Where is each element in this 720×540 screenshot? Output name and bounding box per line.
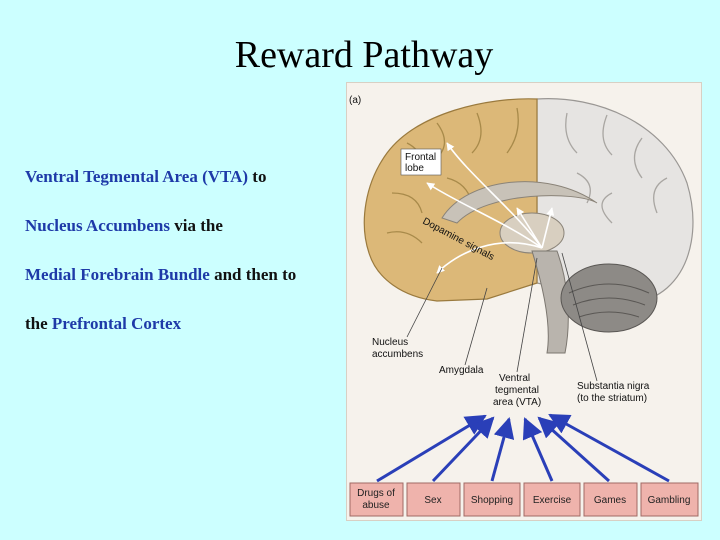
bullet-text: Nucleus Accumbens — [25, 216, 170, 235]
frontal-lobe-label: Frontal — [405, 152, 436, 163]
nucleus-accumbens-label: Nucleus — [372, 337, 408, 348]
gyri-lines-back — [565, 112, 668, 224]
category-label: Sex — [424, 495, 441, 506]
bullet-text: the — [25, 314, 52, 333]
corpus-callosum — [441, 181, 598, 224]
vta-label: tegmental — [495, 385, 539, 396]
bullet-text: Medial Forebrain Bundle — [25, 265, 210, 284]
bullet-text: to — [248, 167, 267, 186]
bullet-text: Prefrontal Cortex — [51, 314, 182, 333]
slide-title: Reward Pathway — [234, 34, 494, 76]
bullet-item: Nucleus Accumbens via the — [25, 214, 355, 238]
bullet-text: Ventral Tegmental Area (VTA) — [25, 167, 249, 186]
brainstem — [531, 250, 569, 354]
category-box — [406, 482, 461, 517]
category-box — [523, 482, 581, 517]
amygdala-label: Amygdala — [439, 365, 484, 376]
category-box — [349, 482, 404, 517]
substantia-nigra-label: Substantia nigra — [577, 381, 650, 392]
brain-figure: (a) Frontal lobe Dopamine signals Nucleu… — [347, 83, 701, 520]
category-box — [583, 482, 638, 517]
frontal-label-box — [400, 148, 442, 176]
panel-label: (a) — [349, 95, 361, 106]
category-label: Shopping — [471, 495, 513, 506]
category-label-line: Drugs of — [357, 488, 395, 499]
vta-label: Ventral — [499, 373, 530, 384]
category-box — [640, 482, 699, 517]
bullet-item: Medial Forebrain Bundle and then to — [25, 263, 355, 287]
category-label: Games — [594, 495, 626, 506]
bullet-item: Ventral Tegmental Area (VTA) to — [25, 165, 355, 189]
category-label: Exercise — [533, 495, 572, 506]
bullet-text: and then to — [209, 265, 297, 284]
bullet-text: via the — [169, 216, 223, 235]
bullet-list: Ventral Tegmental Area (VTA) to Nucleus … — [25, 165, 355, 361]
category-label-line: abuse — [362, 500, 390, 511]
cerebellum-folds — [568, 283, 650, 318]
brain-diagram: (a) Frontal lobe Dopamine signals Nucleu… — [349, 95, 699, 517]
category-label: Gambling — [648, 495, 691, 506]
bullet-item: the Prefrontal Cortex — [25, 312, 355, 336]
stimulus-arrows — [376, 413, 670, 483]
frontal-lobe-label: lobe — [405, 163, 424, 174]
substantia-nigra-label: (to the striatum) — [577, 393, 647, 404]
brain-cortex-front — [363, 98, 538, 302]
dopamine-pathways — [426, 142, 555, 274]
category-box — [463, 482, 521, 517]
nucleus-accumbens-label: accumbens — [372, 349, 423, 360]
vta-label: area (VTA) — [493, 397, 541, 408]
